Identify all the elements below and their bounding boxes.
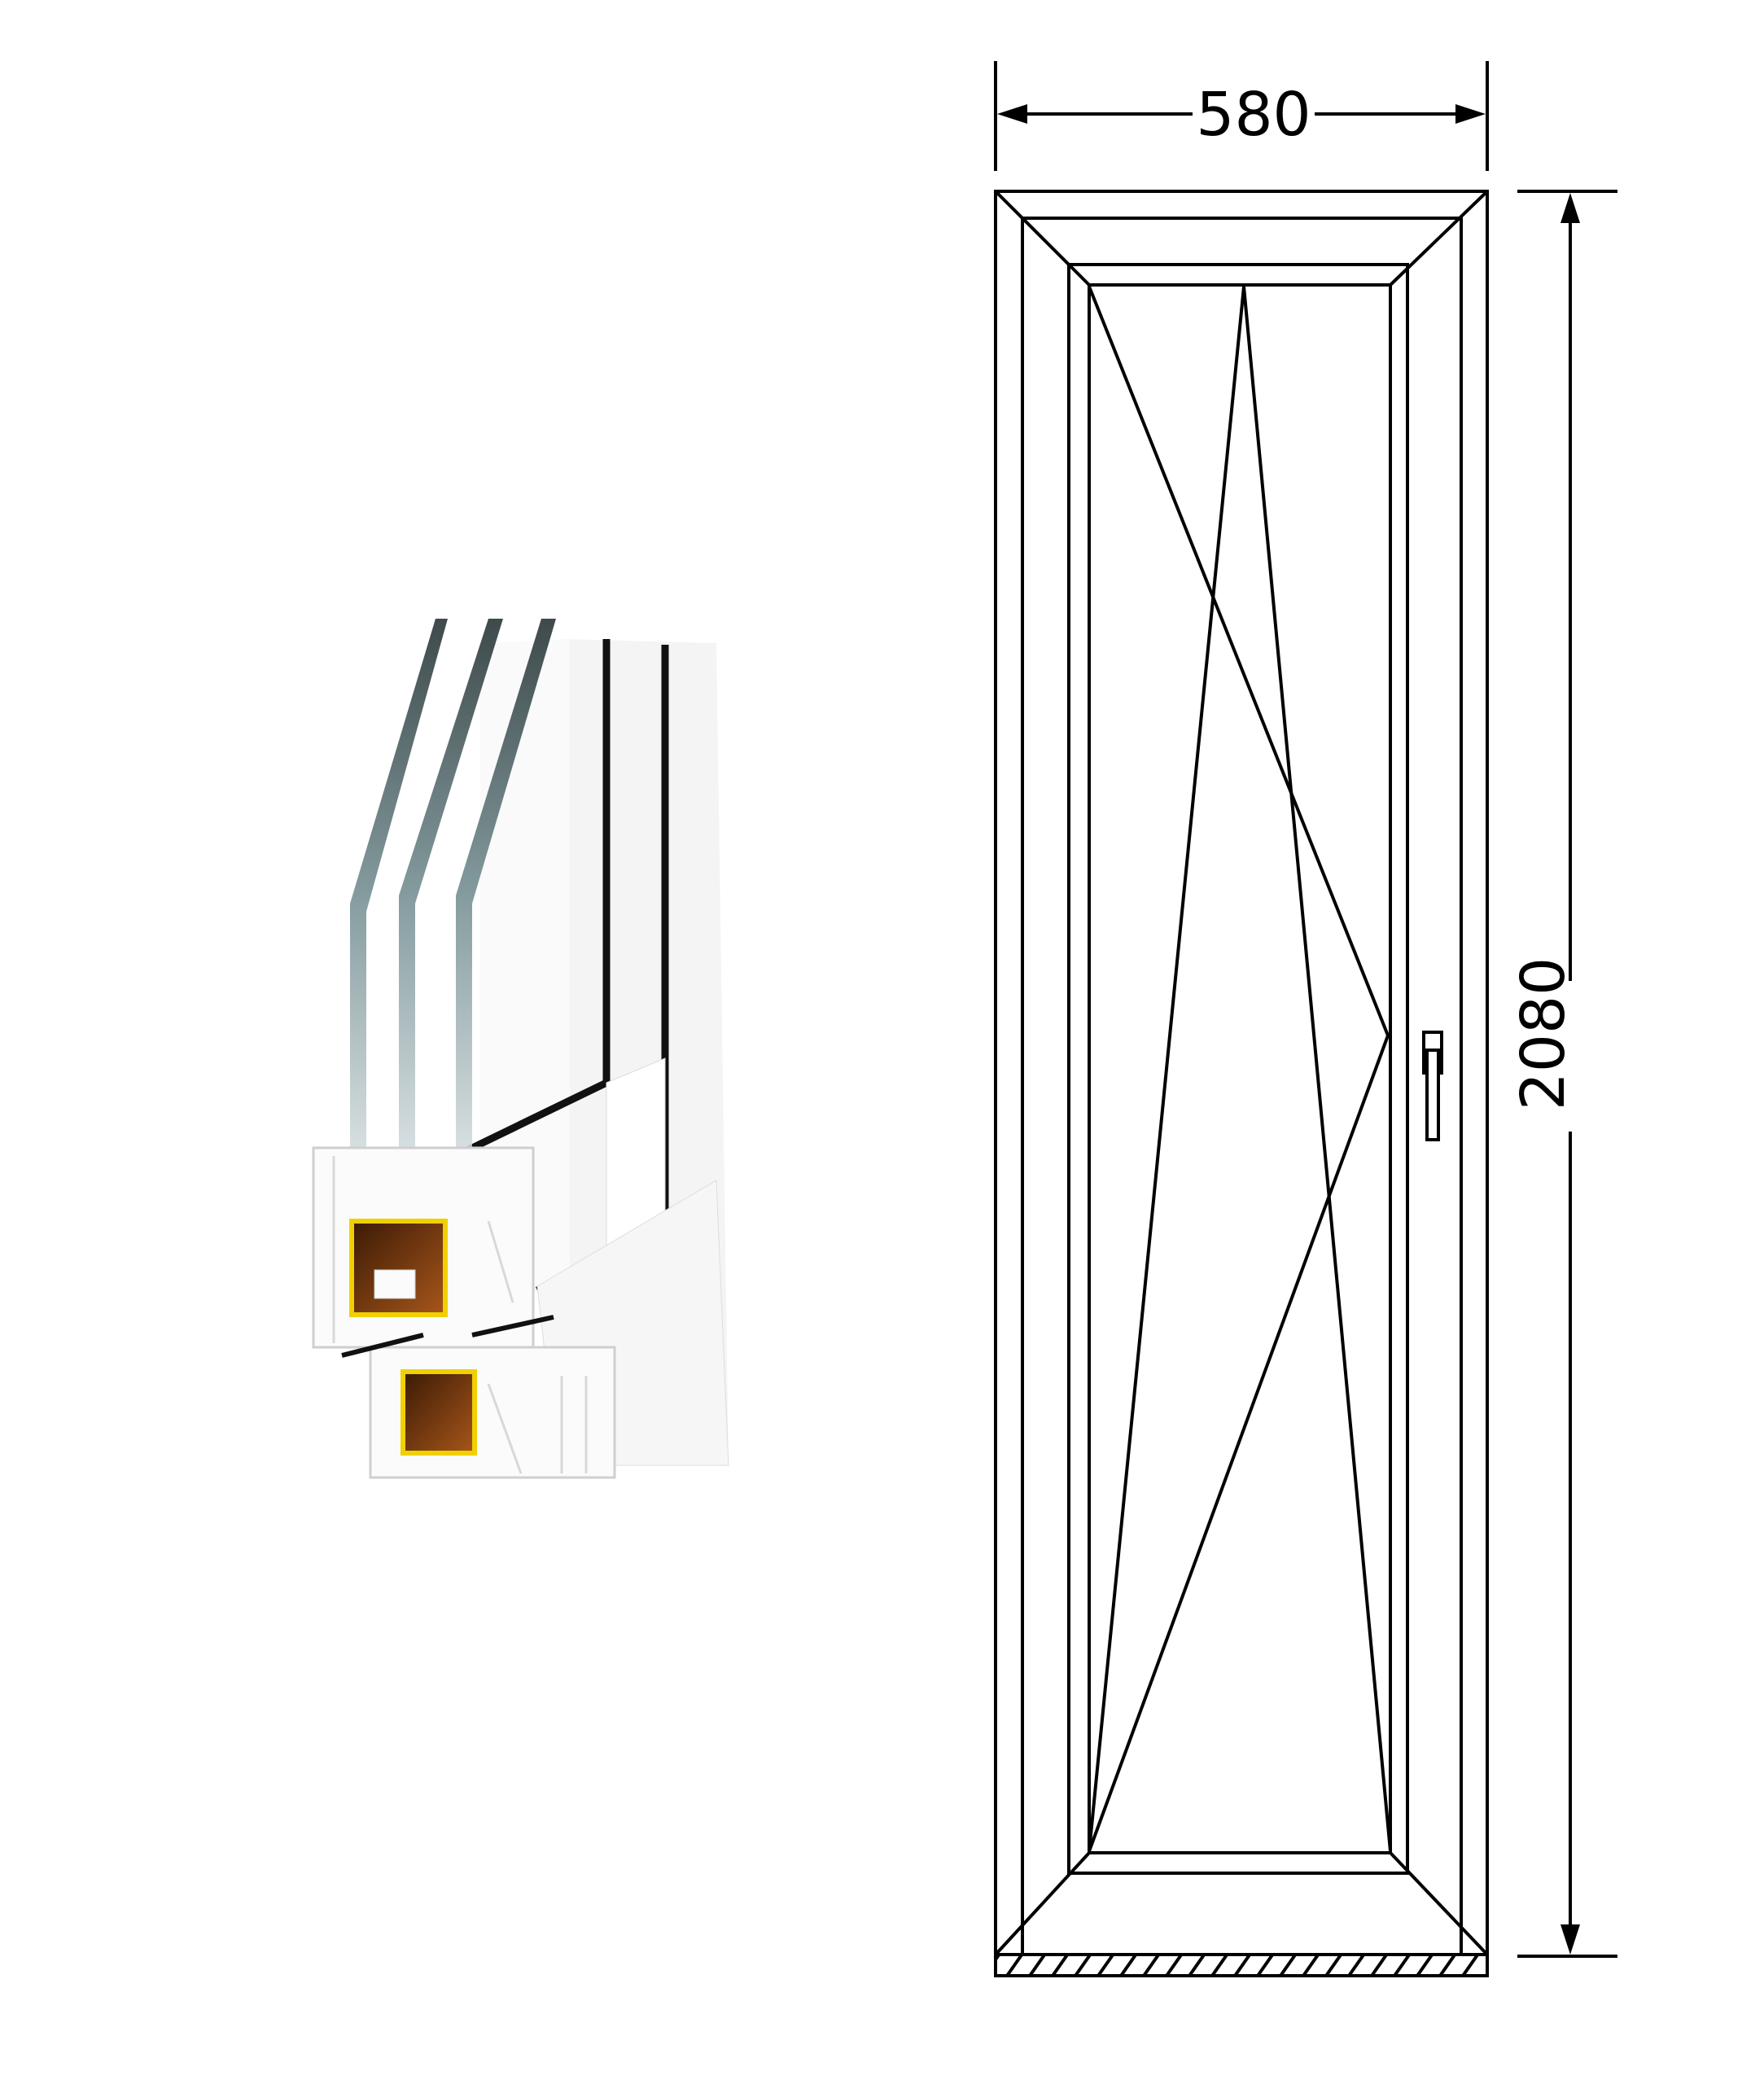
sash-reinforcement (349, 1219, 448, 1317)
door-handle-icon (1422, 1031, 1443, 1141)
glass-pane (1088, 283, 1392, 1854)
sash-frame (1067, 263, 1409, 1875)
tilt-opening-lines (1088, 286, 1392, 1852)
width-dimension (994, 61, 1489, 171)
outer-frame (994, 190, 1489, 1977)
profile-cross-section-image (312, 619, 729, 1479)
triple-glazing (350, 619, 556, 1172)
door-elevation (994, 190, 1489, 1977)
turn-opening-lines (1088, 286, 1390, 1852)
threshold-hatch (996, 1955, 1480, 1976)
width-label: 580 (1196, 80, 1311, 150)
height-label: 2080 (1508, 957, 1578, 1110)
frame-reinforcement (401, 1369, 477, 1456)
height-dimension (1517, 190, 1617, 1958)
